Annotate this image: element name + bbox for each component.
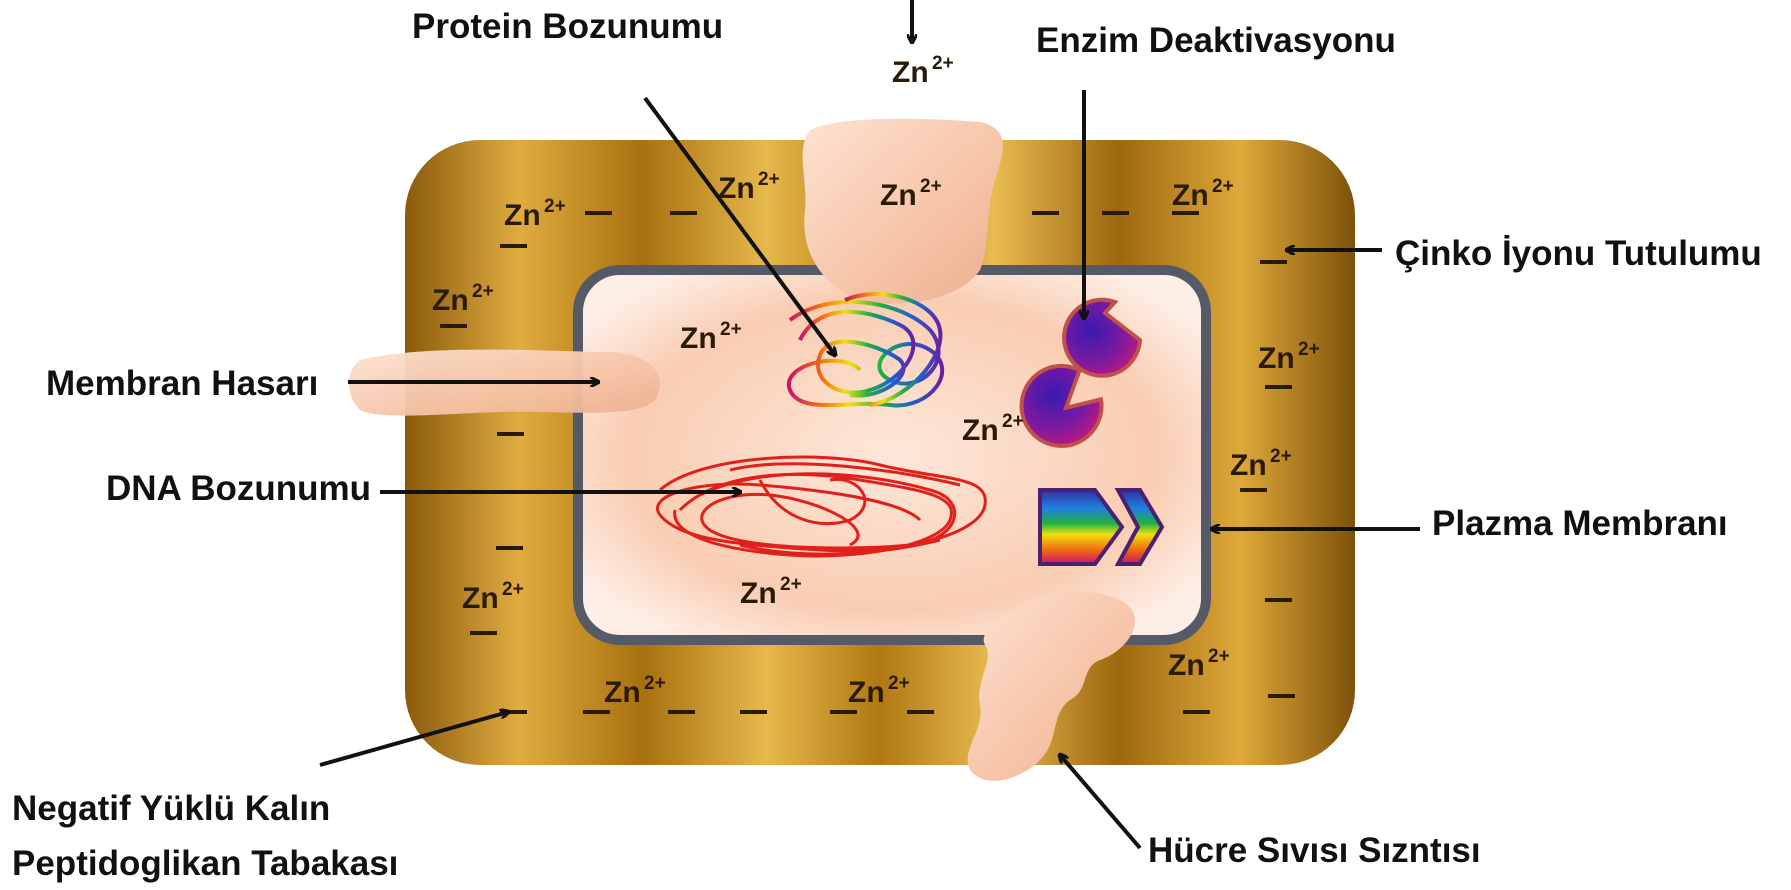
svg-text:2+: 2+ (758, 169, 780, 190)
svg-text:2+: 2+ (720, 319, 742, 340)
svg-text:2+: 2+ (1208, 646, 1230, 667)
svg-text:Zn: Zn (962, 414, 999, 447)
svg-text:Zn: Zn (462, 582, 499, 615)
svg-text:2+: 2+ (780, 574, 802, 595)
svg-text:Zn: Zn (504, 199, 541, 232)
svg-text:2+: 2+ (544, 196, 566, 217)
svg-text:2+: 2+ (1002, 411, 1024, 432)
svg-text:2+: 2+ (932, 53, 954, 74)
svg-text:2+: 2+ (472, 281, 494, 302)
label-zinc-ion-uptake: Çinko İyonu Tutulumu (1395, 234, 1762, 273)
svg-text:2+: 2+ (1270, 446, 1292, 467)
svg-text:2+: 2+ (644, 673, 666, 694)
svg-text:Zn: Zn (604, 676, 641, 709)
svg-text:2+: 2+ (502, 579, 524, 600)
svg-text:Zn: Zn (880, 179, 917, 212)
membrane-transport-chevrons (1040, 490, 1162, 564)
label-enzyme-deactivation: Enzim Deaktivasyonu (1036, 21, 1396, 60)
cell-fluid-leakage-arrow (1060, 755, 1140, 848)
svg-text:Zn: Zn (432, 284, 469, 317)
svg-text:2+: 2+ (1298, 339, 1320, 360)
label-membrane-damage: Membran Hasarı (46, 364, 318, 403)
svg-text:Zn: Zn (1172, 179, 1209, 212)
label-protein-degradation: Protein Bozunumu (412, 7, 723, 46)
svg-text:Zn: Zn (680, 322, 717, 355)
svg-text:Zn: Zn (1168, 649, 1205, 682)
label-dna-degradation: DNA Bozunumu (106, 469, 371, 508)
svg-text:Zn: Zn (892, 56, 929, 89)
svg-text:Zn: Zn (1258, 342, 1295, 375)
label-peptidoglycan-line1: Negatif Yüklü Kalın (12, 789, 330, 828)
svg-text:Zn: Zn (740, 577, 777, 610)
svg-text:Zn: Zn (718, 172, 755, 205)
svg-text:2+: 2+ (920, 176, 942, 197)
svg-text:2+: 2+ (1212, 176, 1234, 197)
svg-text:2+: 2+ (888, 673, 910, 694)
label-cell-fluid-leakage: Hücre Sıvısı Sızntısı (1148, 831, 1481, 870)
label-peptidoglycan-line2: Peptidoglikan Tabakası (12, 844, 398, 883)
label-plasma-membrane: Plazma Membranı (1432, 504, 1728, 543)
svg-text:Zn: Zn (848, 676, 885, 709)
svg-text:Zn: Zn (1230, 449, 1267, 482)
